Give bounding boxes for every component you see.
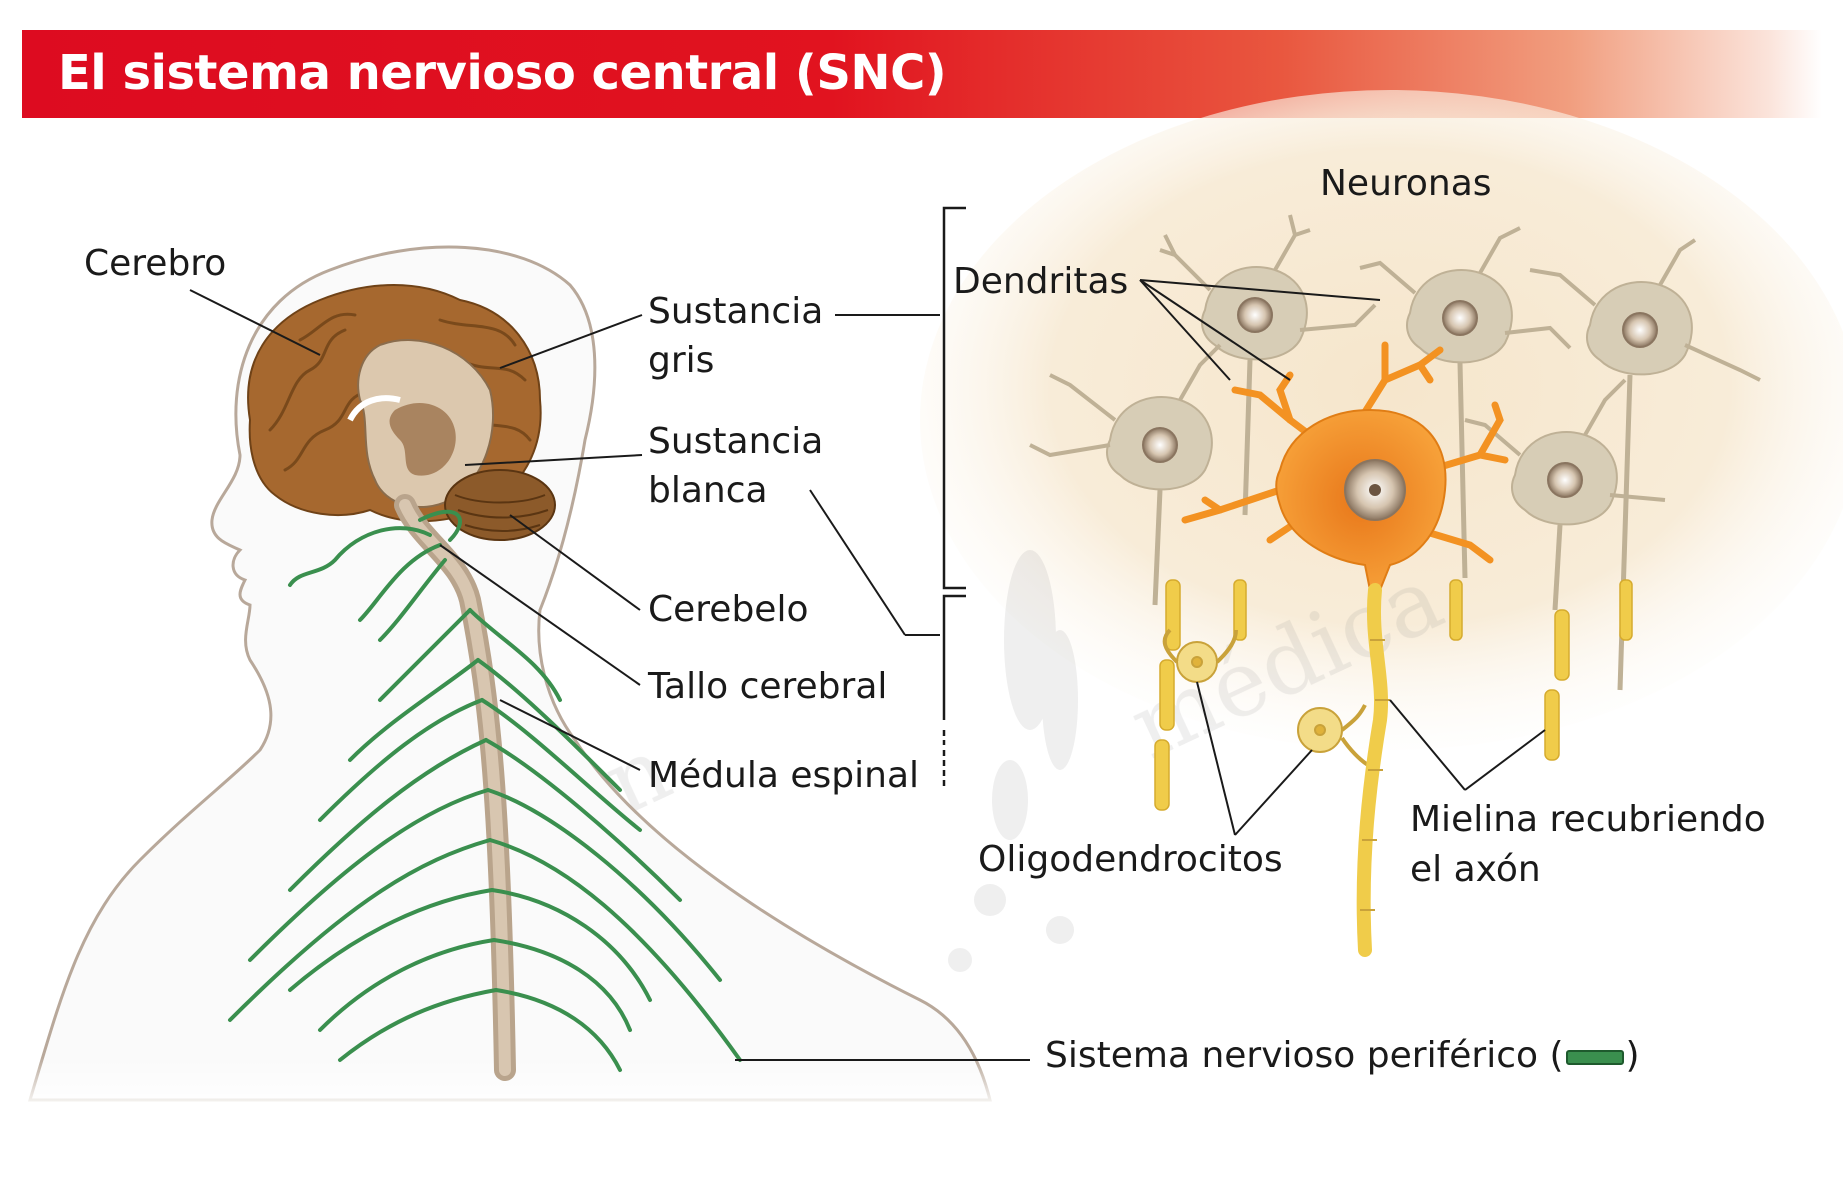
label-cerebro: Cerebro xyxy=(84,243,227,284)
label-sustancia-gris-line2: gris xyxy=(648,340,715,381)
label-medula-espinal: Médula espinal xyxy=(648,755,920,796)
label-sustancia-blanca-line2: blanca xyxy=(648,470,768,511)
main-neuron xyxy=(1181,341,1509,957)
label-tallo-cerebral: Tallo cerebral xyxy=(648,666,888,707)
legend-peripheral-nervous-system: Sistema nervioso periférico () xyxy=(1045,1032,1640,1080)
cerebellum xyxy=(444,469,556,541)
legend-green-swatch xyxy=(1565,1049,1624,1065)
title-bar: El sistema nervioso central (SNC) xyxy=(22,30,1822,118)
label-cerebelo: Cerebelo xyxy=(648,589,809,630)
label-neuronas: Neuronas xyxy=(1320,163,1492,204)
bracket xyxy=(942,206,966,790)
label-mielina-line1: Mielina recubriendo xyxy=(1410,799,1766,840)
label-sustancia-blanca-line1: Sustancia xyxy=(648,421,824,462)
neuron-leader-lines xyxy=(1139,279,1546,836)
label-oligodendrocitos: Oligodendrocitos xyxy=(978,839,1283,880)
peripheral-nerves xyxy=(228,509,742,1072)
label-sustancia-gris-line1: Sustancia xyxy=(648,291,824,332)
background-neurons xyxy=(1029,214,1761,691)
cerebrum xyxy=(247,284,556,541)
legend-text: Sistema nervioso periférico ( xyxy=(1045,1035,1564,1076)
myelin-segments xyxy=(1154,579,1633,811)
legend-close: ) xyxy=(1625,1035,1640,1076)
label-mielina-line2: el axón xyxy=(1410,849,1541,890)
page-title: El sistema nervioso central (SNC) xyxy=(58,45,947,101)
leader-lines xyxy=(189,289,1030,1061)
label-dendritas: Dendritas xyxy=(953,261,1129,302)
